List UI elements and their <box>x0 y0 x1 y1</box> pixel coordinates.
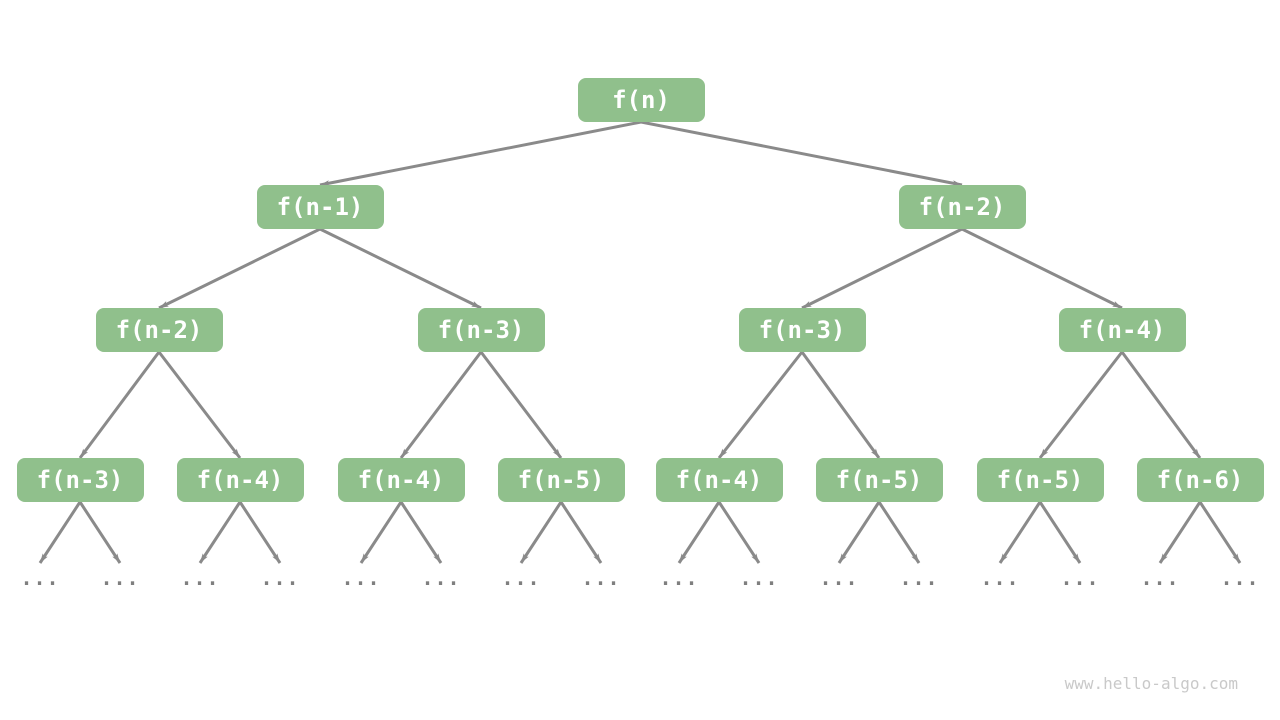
tree-edge-arrow <box>399 501 443 564</box>
tree-edge-arrow <box>319 120 642 187</box>
tree-edge-arrow <box>238 501 282 564</box>
tree-edge-arrow <box>1120 351 1202 459</box>
tree-edge-arrow <box>1198 501 1242 564</box>
tree-edge-arrow <box>158 227 321 310</box>
tree-edge-arrow <box>399 351 483 459</box>
tree-edge-arrow <box>877 501 921 564</box>
tree-edge-arrow <box>559 501 603 564</box>
tree-edge-arrow <box>640 120 963 187</box>
tree-edge-arrow <box>717 351 804 459</box>
tree-edge-arrow <box>319 227 482 310</box>
tree-edge-arrow <box>837 501 881 564</box>
tree-edge-arrow <box>78 351 161 459</box>
tree-edge-arrow <box>998 501 1042 564</box>
watermark-text: www.hello-algo.com <box>1064 674 1238 693</box>
tree-edge-arrow <box>519 501 563 564</box>
tree-edge-arrow <box>198 501 242 564</box>
tree-edge-arrow <box>1158 501 1202 564</box>
tree-edge-arrow <box>961 227 1123 310</box>
tree-edge-arrow <box>359 501 403 564</box>
tree-edge-arrow <box>717 501 761 564</box>
tree-edge-arrow <box>479 351 563 459</box>
tree-edge-arrow <box>677 501 721 564</box>
tree-edge-arrow <box>801 227 963 310</box>
tree-edge-arrow <box>38 501 82 564</box>
tree-edge-arrow <box>1038 351 1124 459</box>
tree-edge-arrow <box>1038 501 1082 564</box>
edge-layer <box>38 120 1242 564</box>
tree-edge-arrow <box>78 501 122 564</box>
tree-edge-arrow <box>800 351 881 459</box>
tree-edge-arrow <box>157 351 242 459</box>
